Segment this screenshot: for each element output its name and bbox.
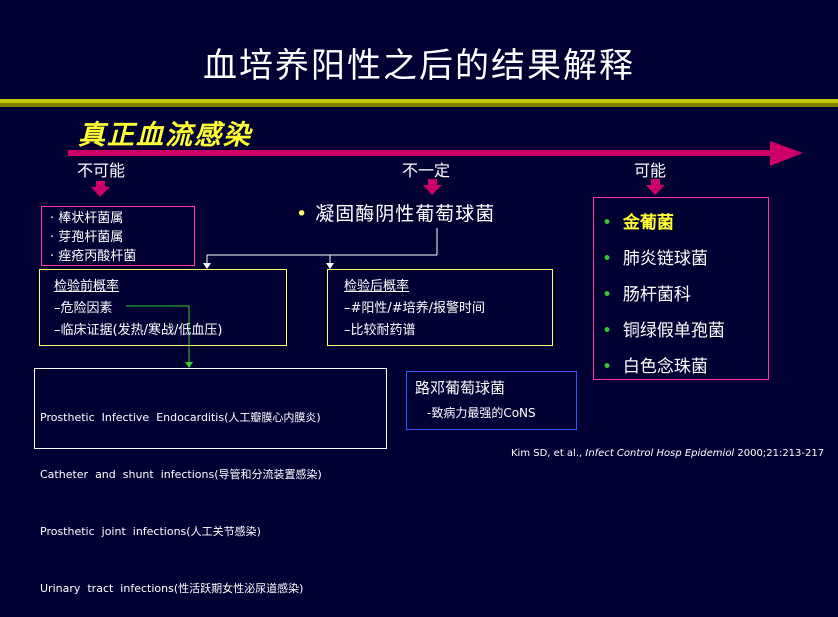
- likely-item: • 金葡菌: [602, 213, 674, 233]
- down-arrow-middle: [423, 179, 442, 195]
- connector-arrowhead-right: [326, 263, 334, 269]
- lugdunensis-desc: -致病力最强的CoNS: [427, 406, 536, 420]
- infection-item: Catheter and shunt infections(导管和分流装置感染): [40, 468, 322, 481]
- pre-test-item: –临床证据(发热/寒战/低血压): [54, 323, 223, 338]
- label-uncertain: 不一定: [402, 161, 451, 180]
- title-rule-yellow: [0, 99, 838, 103]
- likely-item: • 铜绿假单孢菌: [602, 321, 725, 341]
- subtitle: 真正血流感染: [78, 120, 252, 151]
- infection-item: Urinary tract infections(性活跃期女性泌尿道感染): [40, 582, 304, 595]
- likely-organisms-box: • 金葡菌 • 肺炎链球菌 • 肠杆菌科 • 铜绿假单孢菌 • 白色念珠菌: [593, 197, 769, 380]
- citation-journal: Infect Control Hosp Epidemiol: [585, 448, 735, 459]
- lugdunensis-box: 路邓葡萄球菌 -致病力最强的CoNS: [406, 371, 577, 430]
- unlikely-item: · 芽孢杆菌属: [50, 230, 124, 245]
- unlikely-item: · 棒状杆菌属: [50, 211, 124, 226]
- unlikely-organisms-box: · 棒状杆菌属 · 芽孢杆菌属 · 痤疮丙酸杆菌: [41, 206, 195, 266]
- down-arrow-right: [646, 179, 665, 195]
- connector-lines: [206, 228, 438, 266]
- lugdunensis-title: 路邓葡萄球菌: [415, 379, 506, 397]
- post-test-item: –比较耐药谱: [344, 323, 416, 338]
- pre-test-item: –危险因素: [54, 301, 113, 316]
- post-test-item: –#阳性/#培养/报警时间: [344, 301, 486, 316]
- connector-arrowhead-left: [203, 263, 211, 269]
- likely-item: • 肠杆菌科: [602, 285, 691, 305]
- cons-text: 凝固酶阴性葡萄球菌: [315, 203, 496, 225]
- likely-item: • 白色念珠菌: [602, 357, 708, 377]
- slide-title: 血培养阳性之后的结果解释: [203, 46, 635, 86]
- citation-ref: 2000;21:213-217: [737, 448, 825, 459]
- likely-item: • 肺炎链球菌: [602, 249, 708, 269]
- label-unlikely: 不可能: [77, 161, 126, 180]
- cons-label: • 凝固酶阴性葡萄球菌: [296, 199, 495, 226]
- main-scale-arrow: [68, 141, 803, 166]
- cons-bullet: •: [296, 203, 309, 225]
- infection-list-box: Prosthetic Infective Endocarditis(人工瓣膜心内…: [34, 368, 387, 595]
- title-rule-gray: [0, 103, 838, 107]
- diagram-graphics: [68, 141, 803, 368]
- post-test-box: 检验后概率 –#阳性/#培养/报警时间 –比较耐药谱: [327, 269, 553, 346]
- unlikely-item: · 痤疮丙酸杆菌: [50, 249, 137, 264]
- infection-item: Prosthetic joint infections(人工关节感染): [40, 525, 261, 538]
- green-arrowhead: [185, 362, 193, 368]
- down-arrow-left: [91, 181, 110, 197]
- post-test-heading: 检验后概率: [344, 279, 410, 294]
- citation: Kim SD, et al., Infect Control Hosp Epid…: [511, 448, 824, 459]
- pre-test-heading: 检验前概率: [54, 279, 120, 294]
- green-connector: [126, 305, 190, 363]
- pre-test-box: 检验前概率 –危险因素 –临床证据(发热/寒战/低血压): [39, 269, 287, 346]
- label-likely: 可能: [634, 161, 667, 180]
- citation-authors: Kim SD, et al.,: [511, 448, 583, 459]
- infection-item: Prosthetic Infective Endocarditis(人工瓣膜心内…: [40, 411, 321, 424]
